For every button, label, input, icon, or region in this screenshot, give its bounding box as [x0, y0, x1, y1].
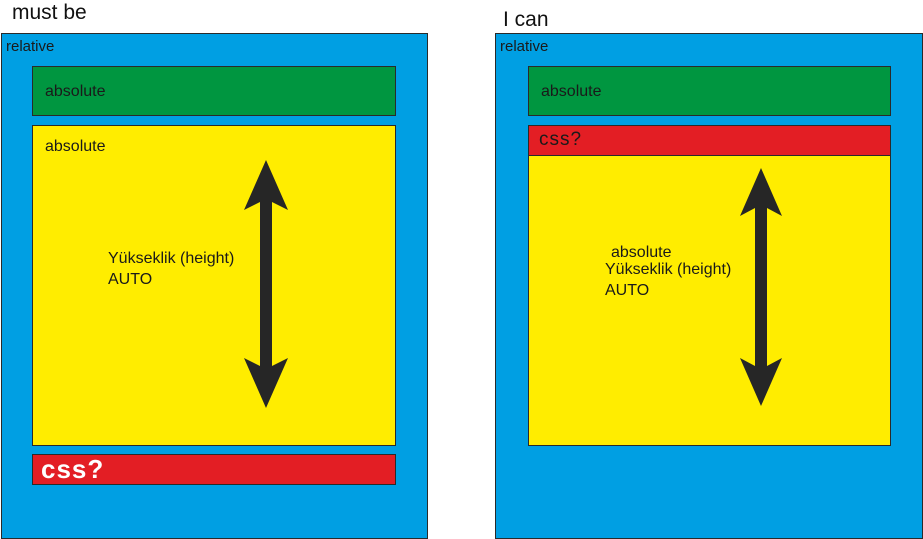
- height-label-right: Yükseklik (height): [605, 261, 732, 278]
- absolute-yellow-box-left: absolute Yükseklik (height) AUTO: [32, 125, 396, 446]
- absolute-yellow-label-left: absolute: [45, 138, 106, 155]
- absolute-green-box-left: absolute: [32, 66, 396, 116]
- absolute-green-label-left: absolute: [45, 83, 106, 100]
- absolute-green-label-right: absolute: [541, 83, 602, 100]
- absolute-yellow-label-right: absolute: [611, 244, 672, 261]
- relative-container-left: relative absolute absolute Yükseklik (he…: [1, 33, 428, 539]
- heading-must-be: must be: [12, 1, 87, 24]
- relative-label-left: relative: [6, 38, 55, 55]
- relative-container-right: relative absolute absolute Yükseklik (he…: [495, 33, 923, 539]
- auto-label-right: AUTO: [605, 282, 650, 299]
- css-question-label-left: css?: [41, 454, 105, 484]
- heading-i-can: I can: [503, 8, 549, 31]
- absolute-green-box-right: absolute: [528, 66, 891, 116]
- height-label-left: Yükseklik (height): [108, 250, 235, 267]
- relative-label-right: relative: [500, 38, 549, 55]
- css-red-box-left: css?: [32, 454, 396, 485]
- auto-label-left: AUTO: [108, 271, 153, 288]
- vertical-arrow-icon: [244, 160, 288, 408]
- css-question-label-right: css?: [539, 129, 583, 150]
- css-red-box-right: css?: [528, 125, 891, 156]
- vertical-arrow-icon: [740, 168, 782, 406]
- absolute-yellow-box-right: absolute Yükseklik (height) AUTO: [528, 125, 891, 446]
